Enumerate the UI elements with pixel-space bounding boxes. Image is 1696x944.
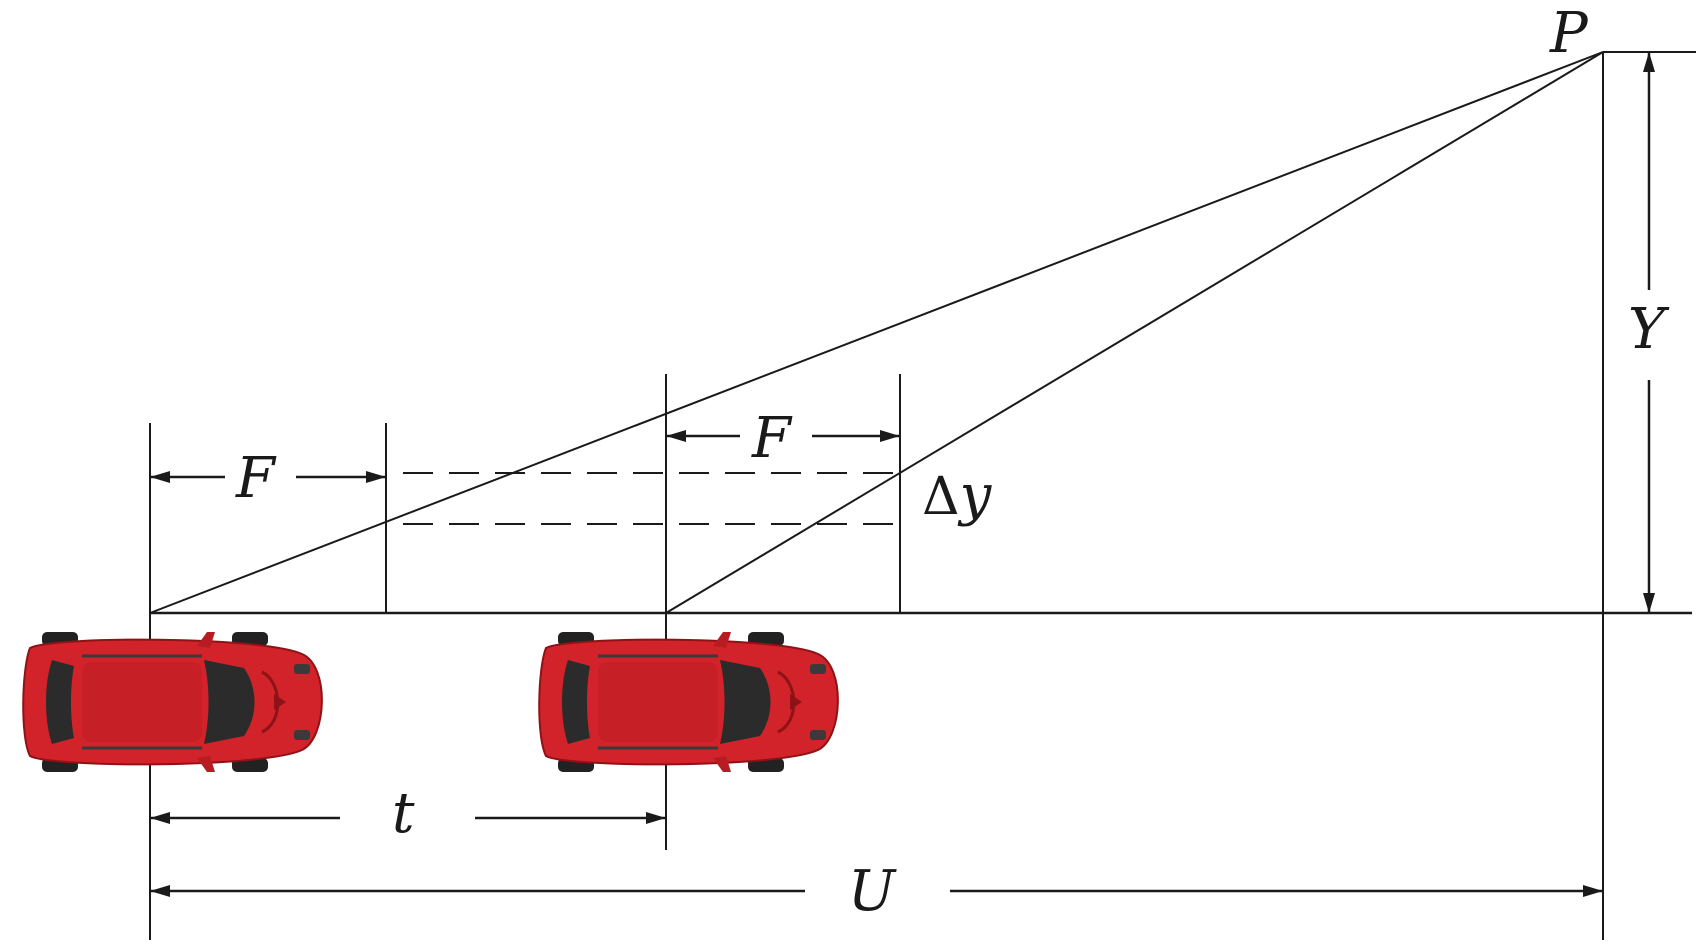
right-focal-label: F: [751, 406, 793, 471]
disparity-label: Δy: [922, 463, 993, 528]
distance-label: U: [848, 859, 897, 924]
target-point-label: P: [1549, 1, 1589, 66]
left-focal-label: F: [235, 446, 277, 511]
delta-symbol: Δ: [922, 467, 960, 527]
baseline-label: t: [392, 781, 415, 846]
left-car-image: [21, 630, 324, 774]
delta-variable: y: [957, 463, 993, 528]
height-label: Y: [1628, 297, 1670, 362]
right-ray: [665, 51, 1604, 614]
left-ray: [149, 51, 1604, 614]
right-car-image: [537, 630, 840, 774]
